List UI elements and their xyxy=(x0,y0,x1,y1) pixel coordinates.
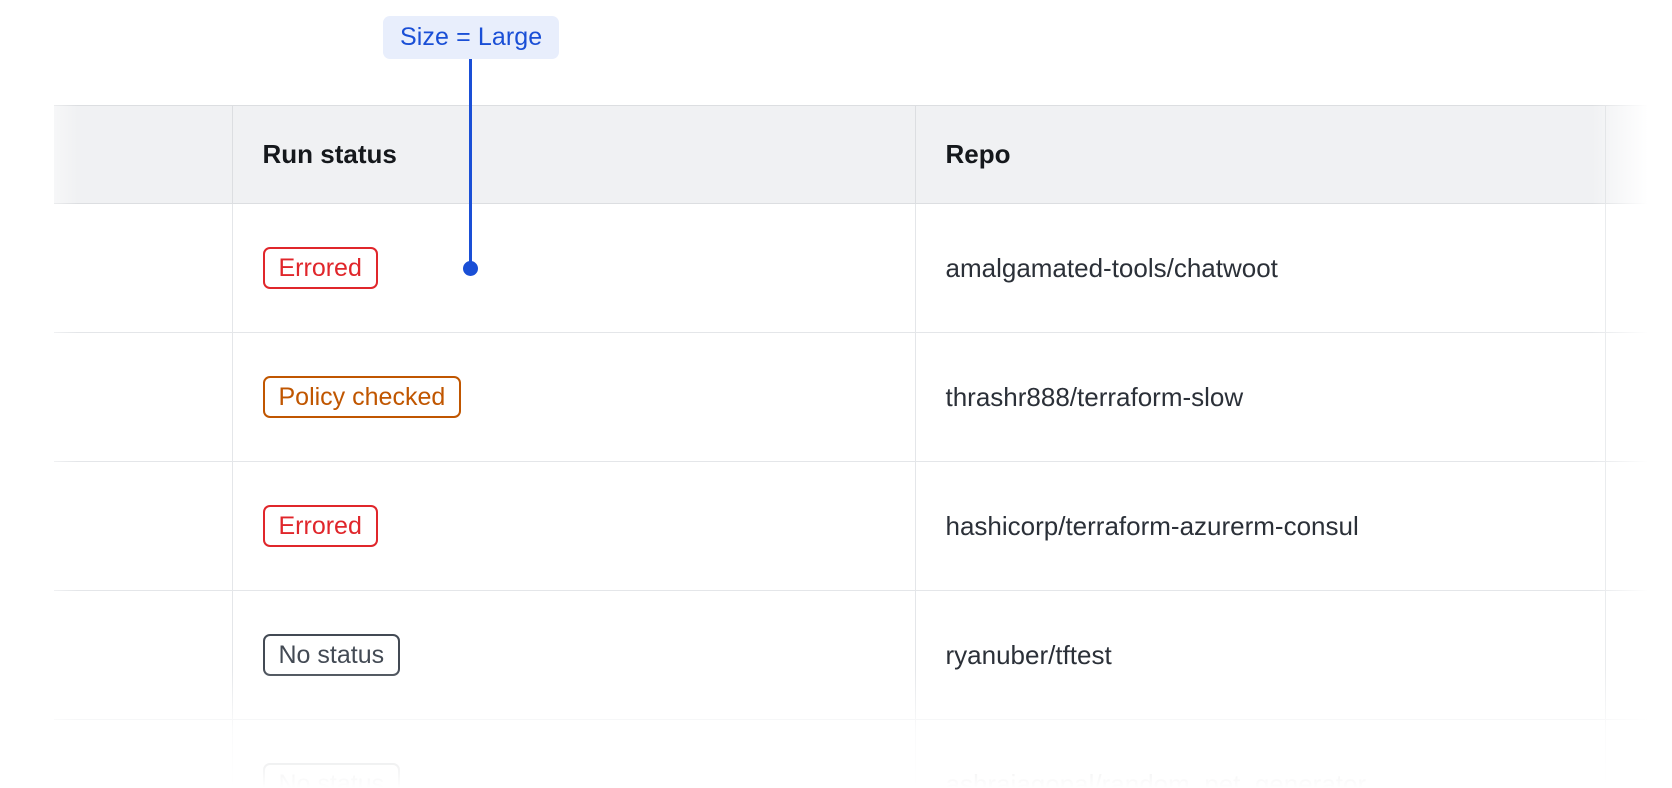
run-status-cell: Errored xyxy=(232,203,916,333)
repo-cell[interactable]: hashicorp/terraform-azurerm-consul xyxy=(915,461,1606,591)
row-tail-cell xyxy=(1605,590,1672,720)
top-white-mask xyxy=(0,0,1672,105)
run-status-cell: Errored xyxy=(232,461,916,591)
run-status-cell: Policy checked xyxy=(232,332,916,462)
status-badge[interactable]: No status xyxy=(262,634,401,676)
annotation-label[interactable]: Size = Large xyxy=(383,16,560,59)
table-header-row: Run status Repo xyxy=(54,105,1672,204)
data-table-viewport: Run status Repo Errored amalgamated-tool… xyxy=(0,105,1672,788)
row-tail-cell xyxy=(1605,461,1672,591)
status-badge[interactable]: No status xyxy=(262,763,401,788)
repo-cell[interactable]: thrashr888/terraform-slow xyxy=(915,332,1606,462)
table-row[interactable]: Errored amalgamated-tools/chatwoot xyxy=(54,203,1672,333)
status-badge[interactable]: Errored xyxy=(262,505,378,547)
repo-cell[interactable]: ashrajagopal/random_pet_generator xyxy=(915,719,1606,788)
table-row[interactable]: Policy checked thrashr888/terraform-slow xyxy=(54,332,1672,462)
row-spacer-cell xyxy=(54,590,233,720)
runs-table: Run status Repo Errored amalgamated-tool… xyxy=(54,105,1672,788)
table-row[interactable]: No status ashrajagopal/random_pet_genera… xyxy=(54,719,1672,788)
repo-cell[interactable]: ryanuber/tftest xyxy=(915,590,1606,720)
run-status-cell: No status xyxy=(232,590,916,720)
table-header: Run status Repo xyxy=(54,105,1672,204)
table-row[interactable]: No status ryanuber/tftest xyxy=(54,590,1672,720)
column-header-run-status[interactable]: Run status xyxy=(232,105,916,204)
row-tail-cell xyxy=(1605,719,1672,788)
status-badge[interactable]: Errored xyxy=(262,247,378,289)
row-spacer-cell xyxy=(54,332,233,462)
row-tail-cell xyxy=(1605,203,1672,333)
status-badge[interactable]: Policy checked xyxy=(262,376,462,418)
row-spacer-cell xyxy=(54,719,233,788)
table-body: Errored amalgamated-tools/chatwoot Polic… xyxy=(54,203,1672,788)
row-spacer-cell xyxy=(54,461,233,591)
column-header-repo[interactable]: Repo xyxy=(915,105,1606,204)
row-spacer-cell xyxy=(54,203,233,333)
repo-cell[interactable]: amalgamated-tools/chatwoot xyxy=(915,203,1606,333)
column-header-tail xyxy=(1605,105,1672,204)
run-status-cell: No status xyxy=(232,719,916,788)
column-header-spacer xyxy=(54,105,233,204)
table-row[interactable]: Errored hashicorp/terraform-azurerm-cons… xyxy=(54,461,1672,591)
row-tail-cell xyxy=(1605,332,1672,462)
